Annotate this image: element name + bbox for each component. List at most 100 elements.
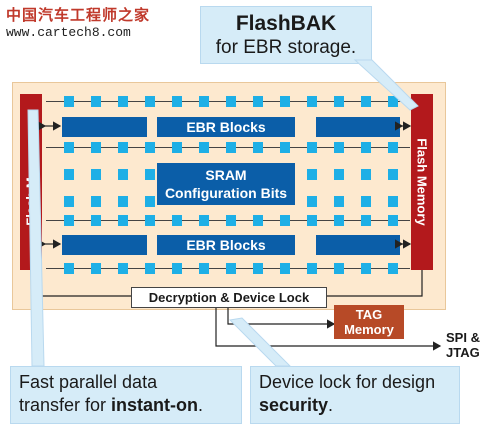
logic-cell	[307, 263, 317, 274]
ebr-blocks-bottom: EBR Blocks	[157, 235, 295, 255]
logic-cell	[226, 96, 236, 107]
flash-memory-right: Flash Memory	[411, 94, 433, 270]
ebr-block-top-left	[62, 117, 147, 137]
decryption-device-lock: Decryption & Device Lock	[131, 287, 327, 308]
instant-on-bold: instant-on	[111, 395, 199, 415]
logic-cell	[307, 96, 317, 107]
logic-cell	[280, 96, 290, 107]
instant-on-post: .	[198, 395, 204, 415]
logic-cell	[64, 263, 74, 274]
tag-label: TAG	[355, 307, 383, 322]
configuration-bits-label: Configuration Bits	[164, 185, 288, 201]
logic-cell	[388, 96, 398, 107]
logic-cell	[280, 215, 290, 226]
instant-on-line2: transfer for instant-on.	[19, 394, 233, 417]
logic-cell	[307, 215, 317, 226]
logic-cell	[172, 263, 182, 274]
logic-cell	[199, 263, 209, 274]
security-callout: Device lock for design security.	[250, 366, 460, 424]
logic-cell	[172, 96, 182, 107]
logic-cell	[334, 169, 344, 180]
logic-cell	[361, 263, 371, 274]
logic-cell	[172, 142, 182, 153]
logic-cell	[145, 263, 155, 274]
logic-cell	[361, 142, 371, 153]
logic-cell	[334, 263, 344, 274]
logic-cell	[145, 215, 155, 226]
spi-label: SPI &	[446, 330, 480, 345]
logic-cell	[334, 215, 344, 226]
logic-cell	[361, 96, 371, 107]
logic-cell	[388, 196, 398, 207]
ebr-block-bottom-left	[62, 235, 147, 255]
logic-cell	[118, 263, 128, 274]
logic-cell	[91, 96, 101, 107]
flashbak-callout: FlashBAK for EBR storage.	[200, 6, 372, 64]
logic-cell	[361, 169, 371, 180]
logic-cell	[199, 96, 209, 107]
logic-cell	[253, 263, 263, 274]
memory-label: Memory	[344, 322, 394, 337]
logic-cell	[91, 169, 101, 180]
logic-cell	[226, 142, 236, 153]
logic-cell	[64, 215, 74, 226]
instant-on-pre: transfer for	[19, 395, 112, 415]
logic-cell	[199, 142, 209, 153]
logic-cell	[307, 142, 317, 153]
security-post: .	[328, 395, 334, 415]
logic-cell	[64, 96, 74, 107]
ebr-block-top-right	[316, 117, 400, 137]
watermark-url: www.cartech8.com	[6, 25, 131, 40]
logic-cell	[253, 142, 263, 153]
logic-cell	[388, 215, 398, 226]
logic-cell	[361, 215, 371, 226]
logic-cell	[91, 142, 101, 153]
security-line2: security.	[259, 394, 451, 417]
logic-cell	[145, 142, 155, 153]
ebr-block-bottom-right	[316, 235, 400, 255]
sram-configuration-bits: SRAM Configuration Bits	[157, 163, 295, 205]
logic-cell	[91, 215, 101, 226]
flashbak-subtitle: for EBR storage.	[215, 37, 357, 58]
watermark-site-name: 中国汽车工程师之家	[6, 6, 151, 24]
logic-cell	[388, 142, 398, 153]
logic-cell	[64, 169, 74, 180]
logic-cell	[118, 96, 128, 107]
logic-cell	[280, 263, 290, 274]
logic-cell	[118, 196, 128, 207]
logic-cell	[118, 169, 128, 180]
logic-cell	[280, 142, 290, 153]
ebr-blocks-top: EBR Blocks	[157, 117, 295, 137]
instant-on-line1: Fast parallel data	[19, 372, 158, 392]
logic-cell	[388, 169, 398, 180]
flashbak-title: FlashBAK	[235, 12, 337, 35]
logic-cell	[226, 215, 236, 226]
logic-cell	[64, 142, 74, 153]
logic-cell	[307, 169, 317, 180]
logic-cell	[361, 196, 371, 207]
sram-label: SRAM	[205, 167, 247, 183]
security-bold: security	[259, 395, 329, 415]
logic-cell	[145, 196, 155, 207]
logic-cell	[118, 142, 128, 153]
logic-cell	[91, 263, 101, 274]
logic-cell	[145, 96, 155, 107]
logic-cell	[118, 215, 128, 226]
spi-jtag-label: SPI & JTAG	[446, 330, 480, 360]
security-line1: Device lock for design	[259, 372, 436, 392]
logic-cell	[334, 196, 344, 207]
jtag-label: JTAG	[446, 345, 480, 360]
tag-memory: TAG Memory	[334, 305, 404, 339]
logic-cell	[64, 196, 74, 207]
logic-cell	[388, 263, 398, 274]
logic-cell	[226, 263, 236, 274]
logic-cell	[307, 196, 317, 207]
instant-on-callout: Fast parallel data transfer for instant-…	[10, 366, 242, 424]
logic-cell	[172, 215, 182, 226]
logic-cell	[145, 169, 155, 180]
logic-cell	[253, 96, 263, 107]
logic-cell	[334, 142, 344, 153]
logic-cell	[91, 196, 101, 207]
logic-cell	[334, 96, 344, 107]
